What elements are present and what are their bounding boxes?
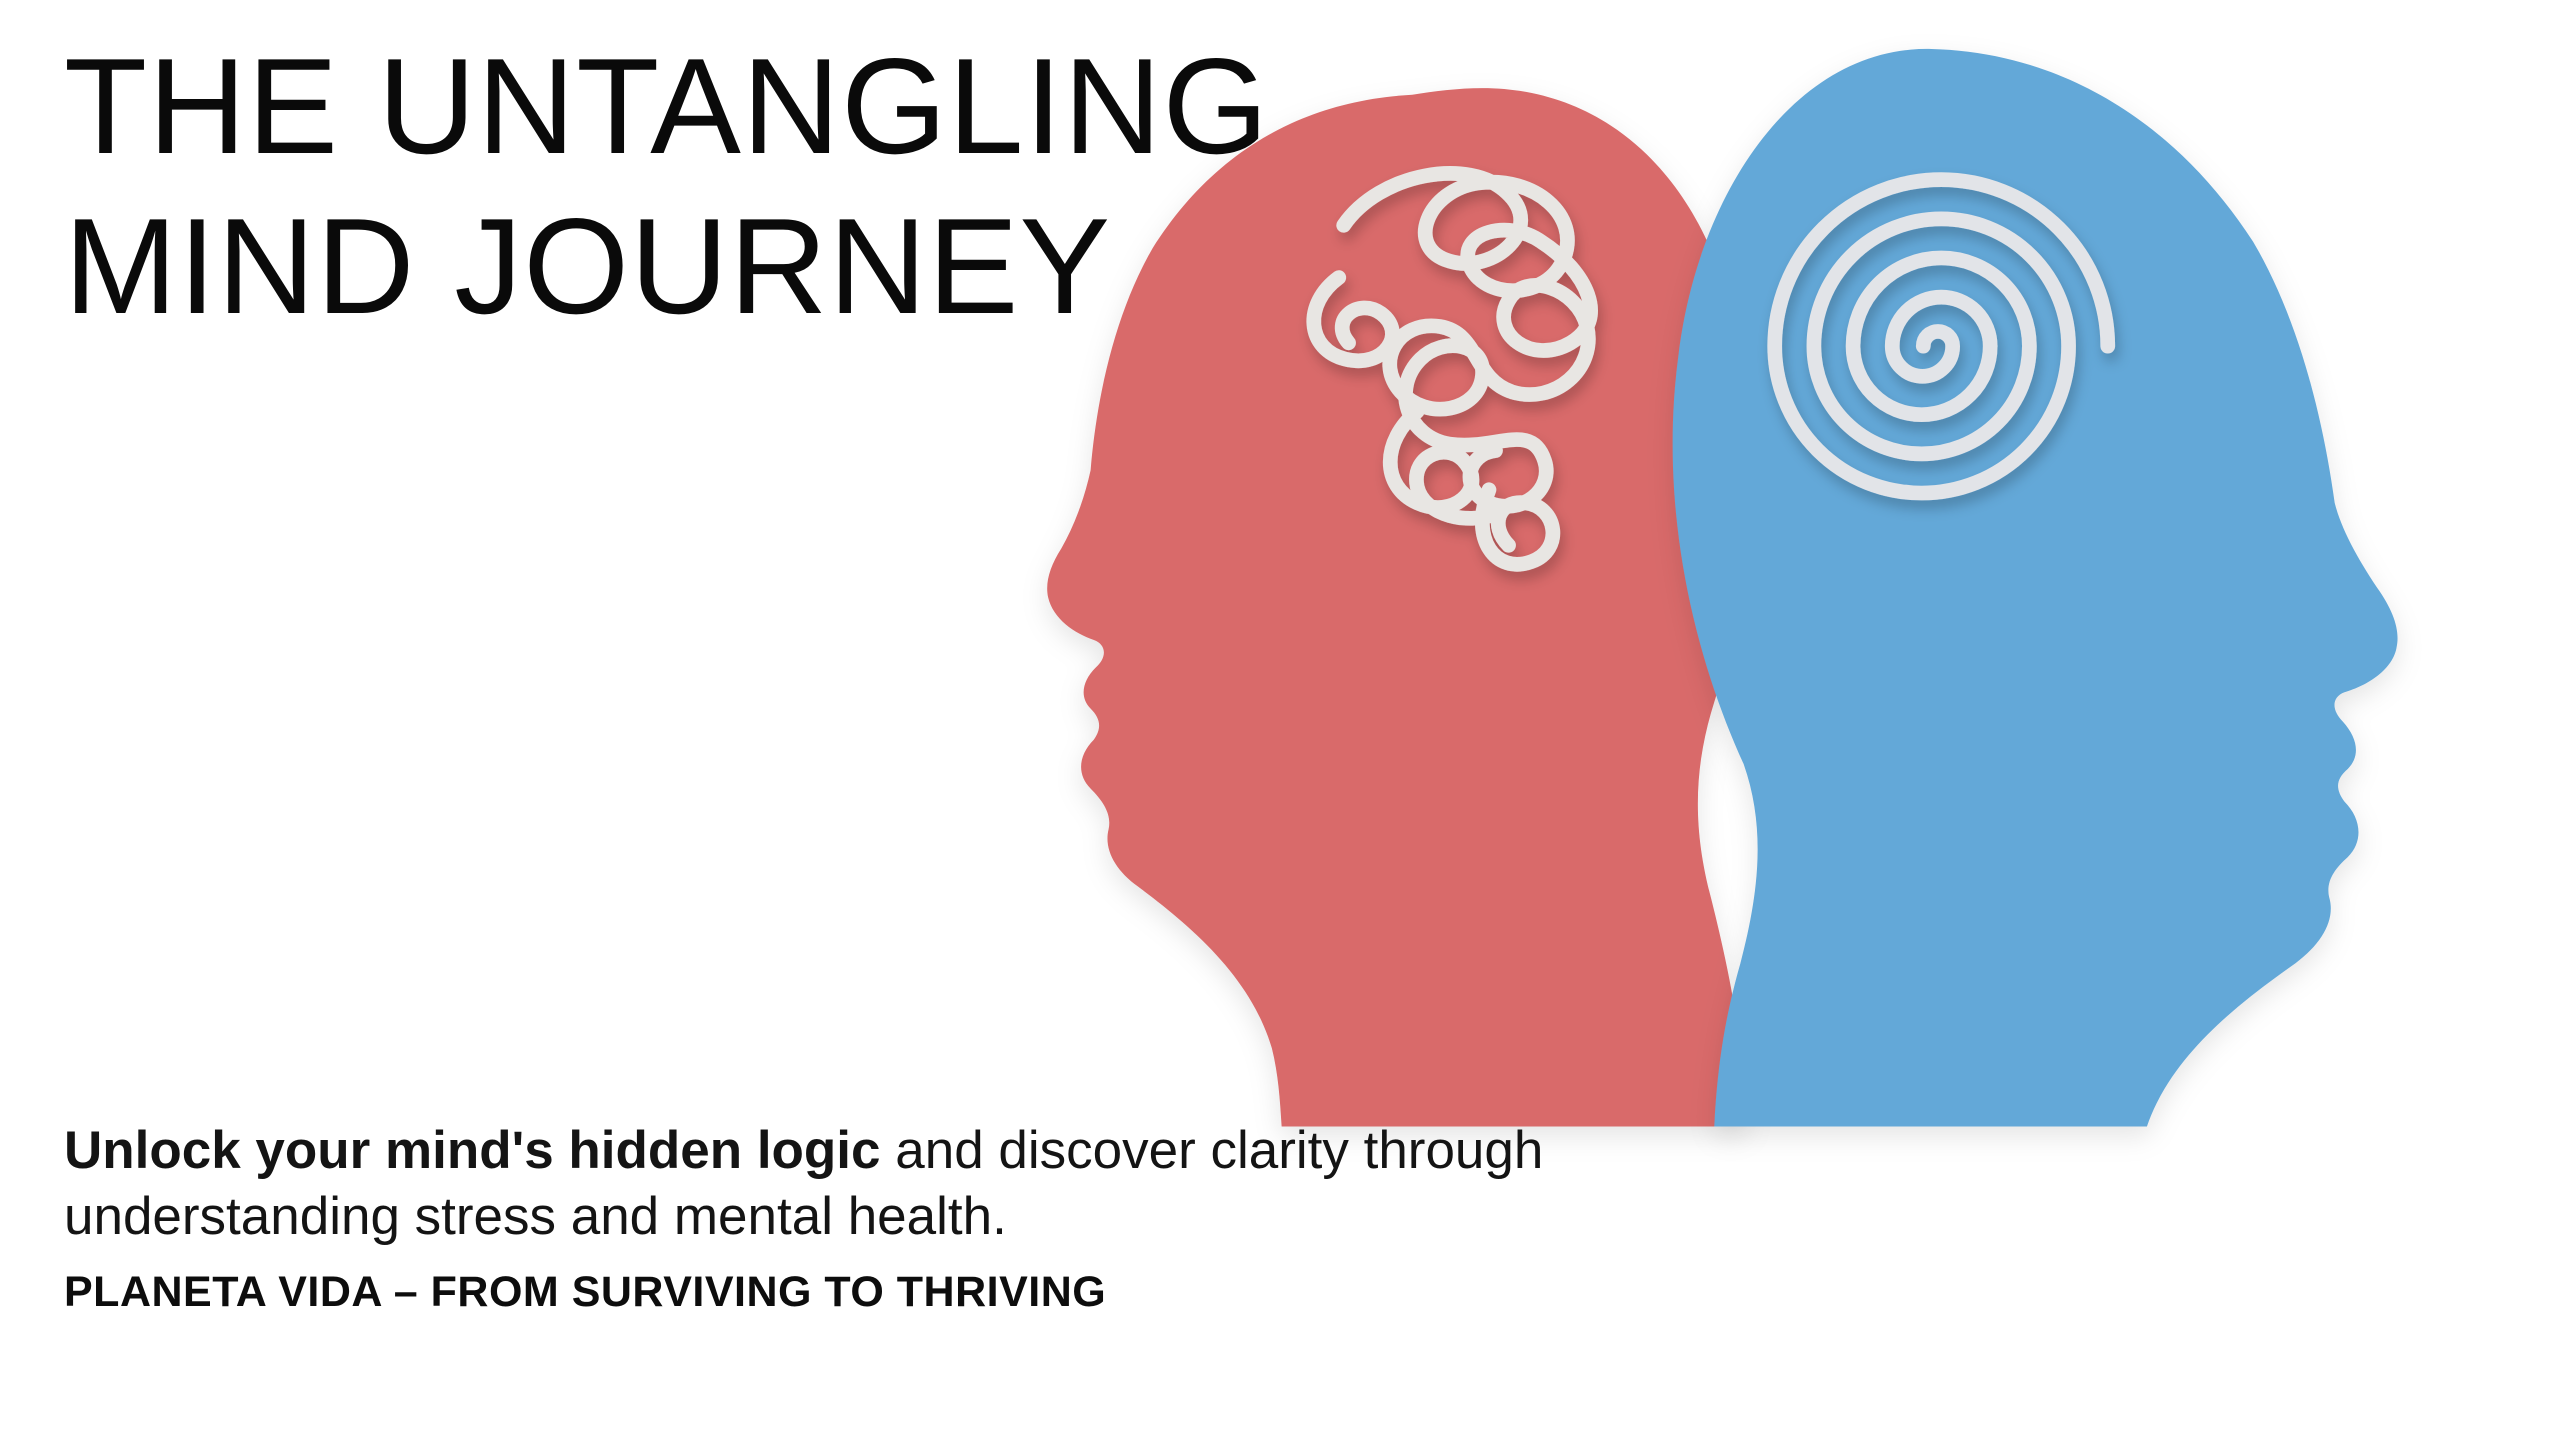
- left-head-tangled: [1047, 88, 1750, 1127]
- page-title: THE UNTANGLING MIND JOURNEY: [64, 26, 1269, 347]
- title-line-1: THE UNTANGLING: [64, 30, 1270, 182]
- spiral-icon: [1767, 172, 2116, 501]
- subtitle-bold: Unlock your mind's hidden logic: [64, 1121, 881, 1180]
- subtitle-rest: and discover clarity through understandi…: [64, 1121, 1544, 1246]
- right-head-spiral: [1672, 48, 2398, 1127]
- title-line-2: MIND JOURNEY: [64, 190, 1112, 343]
- brand-line: PLANETA VIDA – FROM SURVIVING TO THRIVIN…: [64, 1268, 1107, 1316]
- tangle-icon: [1306, 166, 1598, 572]
- subtitle: Unlock your mind's hidden logic and disc…: [64, 1118, 1744, 1249]
